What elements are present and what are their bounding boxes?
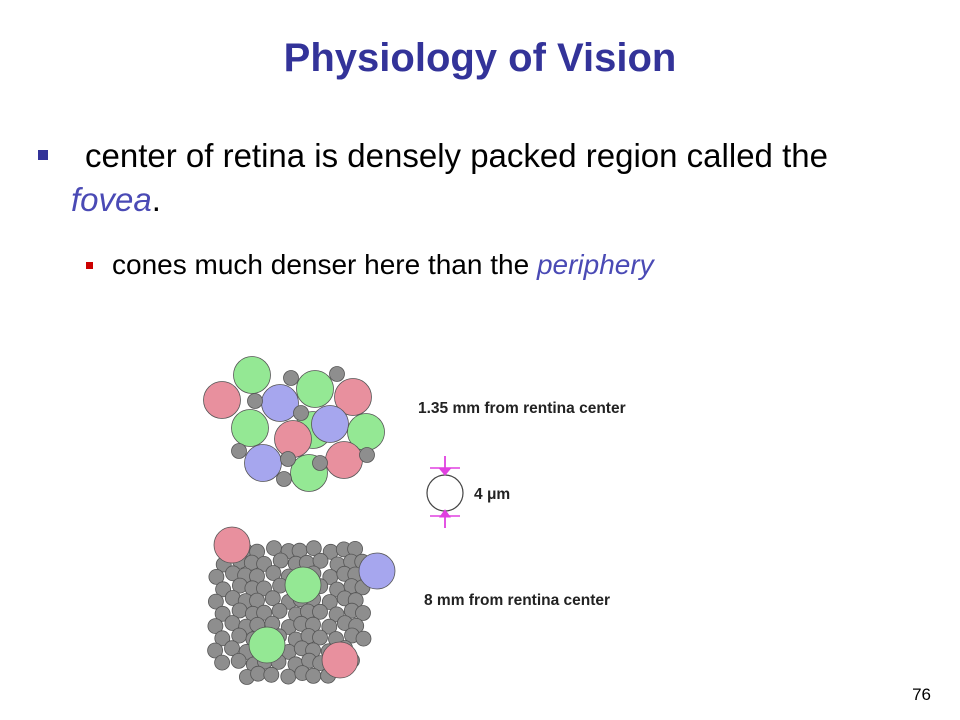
slide-number: 76 xyxy=(912,685,931,705)
periphery-term: periphery xyxy=(537,249,654,280)
cone-mosaic-illustration: 1.35 mm from rentina center 4 μm 8 mm fr… xyxy=(195,345,695,695)
rod-small xyxy=(277,472,292,487)
bullet-square-icon xyxy=(38,150,48,160)
bullet-main: center of retina is densely packed regio… xyxy=(38,134,898,222)
mosaic-8mm xyxy=(208,527,395,685)
cone-pink xyxy=(275,421,312,458)
rod-small xyxy=(232,444,247,459)
cone-blue xyxy=(359,553,395,589)
rod-small xyxy=(231,653,246,668)
cone-pink xyxy=(204,382,241,419)
label-1-35mm: 1.35 mm from rentina center xyxy=(418,400,626,417)
cone-density-figure: 1.35 mm from rentina center 4 μm 8 mm fr… xyxy=(195,345,695,695)
bullet-sub-prefix: cones much denser here than the xyxy=(112,249,537,280)
label-scale-unit: μm xyxy=(487,486,510,503)
marker-top-arrow-icon xyxy=(430,456,460,475)
cone-blue xyxy=(262,385,299,422)
rod-small xyxy=(264,667,279,682)
rod-small xyxy=(251,666,266,681)
rod-small xyxy=(281,452,296,467)
label-4-um: 4 μm xyxy=(474,486,510,503)
rod-small xyxy=(294,406,309,421)
cone-pink xyxy=(214,527,250,563)
rod-small xyxy=(330,367,345,382)
cone-green xyxy=(297,371,334,408)
rod-small xyxy=(356,631,371,646)
rod-small xyxy=(360,448,375,463)
cone-green xyxy=(249,627,285,663)
cone-blue xyxy=(312,406,349,443)
rod-small xyxy=(281,669,296,684)
cone-pink xyxy=(326,442,363,479)
scale-marker xyxy=(427,456,463,528)
scale-circle xyxy=(427,475,463,511)
cone-blue xyxy=(245,445,282,482)
bullet-main-suffix: . xyxy=(152,181,161,218)
bullet-sub: cones much denser here than the peripher… xyxy=(86,247,906,283)
slide-title: Physiology of Vision xyxy=(0,36,960,81)
bullet-sub-text: cones much denser here than the peripher… xyxy=(86,247,906,283)
bullet-main-text: center of retina is densely packed regio… xyxy=(38,134,898,222)
fovea-term: fovea xyxy=(71,181,152,218)
rod-small xyxy=(306,668,321,683)
rod-small xyxy=(313,456,328,471)
cone-green xyxy=(232,410,269,447)
marker-bottom-arrow-icon xyxy=(430,510,460,528)
label-8mm: 8 mm from rentina center xyxy=(424,592,610,609)
bullet-main-prefix: center of retina is densely packed regio… xyxy=(85,137,828,174)
cone-green xyxy=(285,567,321,603)
mosaic-1-35mm xyxy=(204,357,385,492)
rod-small xyxy=(284,371,299,386)
rod-small xyxy=(248,394,263,409)
sub-bullet-square-icon xyxy=(86,262,93,269)
rod-small xyxy=(215,655,230,670)
label-scale-value: 4 xyxy=(474,486,487,503)
cone-green xyxy=(234,357,271,394)
cone-pink xyxy=(322,642,358,678)
